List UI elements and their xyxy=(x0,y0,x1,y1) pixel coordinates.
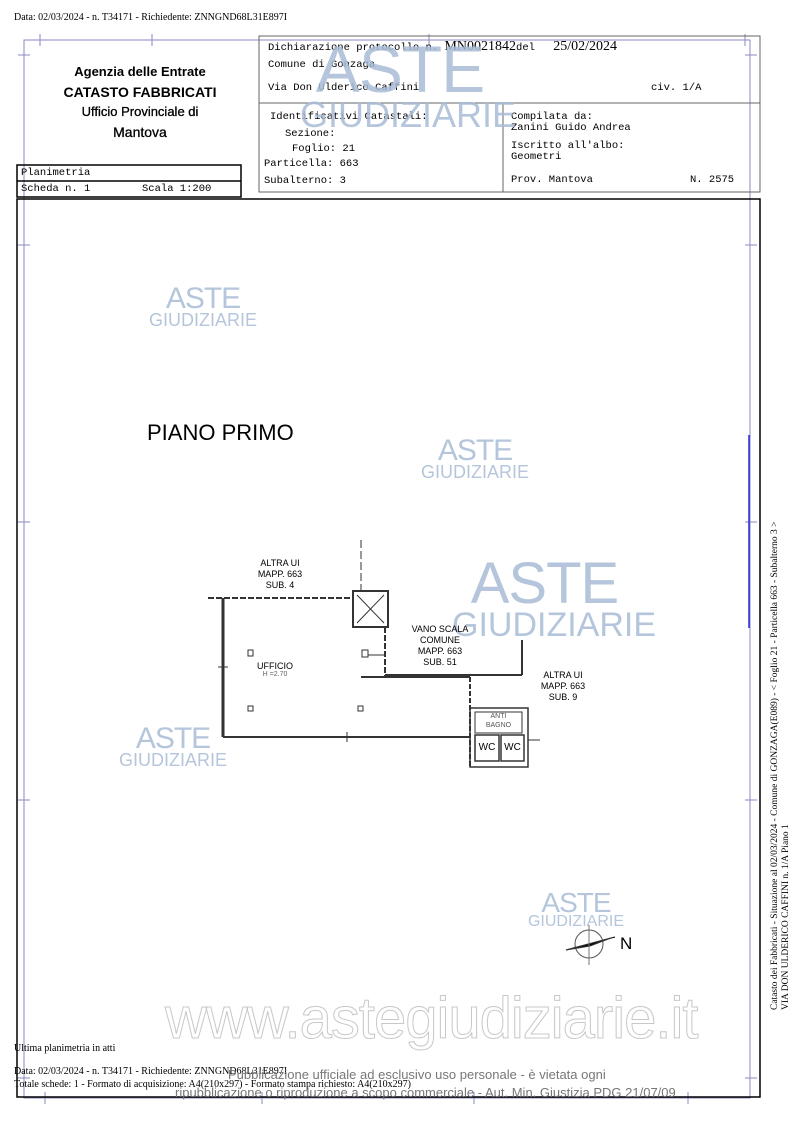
watermark-text: GIUDIZIARIE xyxy=(118,750,227,770)
sheet-scheda: Scheda n. 1 xyxy=(21,183,91,195)
watermark-text: GIUDIZIARIE xyxy=(527,913,624,931)
label-wc-1: WC xyxy=(478,742,496,753)
side-caption: Catasto dei Fabbricati - Situazione al 0… xyxy=(770,521,792,1010)
notice-line2: ripubblicazione o riproduzione a scopo c… xyxy=(175,1085,676,1100)
plan-label-line: MAPP. 663 xyxy=(257,569,303,579)
watermark-text: ASTE xyxy=(437,434,513,467)
office-ufficio: Ufficio Provinciale di xyxy=(81,104,199,119)
plan-label-line: SUB. 9 xyxy=(548,692,578,702)
site-watermark: www.astegiudiziarie.it xyxy=(164,986,698,1052)
office-agency: Agenzia delle Entrate xyxy=(74,64,206,79)
watermark-text: GIUDIZIARIE xyxy=(420,462,529,482)
address: Via Don Ulderico Caffini xyxy=(268,82,420,94)
elevator-shaft xyxy=(352,590,389,628)
office-block: Agenzia delle Entrate CATASTO FABBRICATI… xyxy=(40,62,240,142)
province: Prov. Mantova xyxy=(511,174,593,186)
plan-label-line: SUB. 4 xyxy=(265,580,295,590)
office-catasto: CATASTO FABBRICATI xyxy=(63,84,217,100)
footer-ultima: Ultima planimetria in atti xyxy=(14,1043,116,1054)
sheet-type: Planimetria xyxy=(21,167,91,179)
declaration-prefix: Dichiarazione protocollo n. xyxy=(268,42,439,54)
albo-label: Iscritto all'albo: xyxy=(511,140,625,152)
office-provincia: Mantova xyxy=(113,124,167,140)
declaration-line: Dichiarazione protocollo n. MN0021842del… xyxy=(268,39,617,55)
notice-line1: Pubblicazione ufficiale ad esclusivo uso… xyxy=(228,1067,606,1082)
protocol-number: MN0021842 xyxy=(444,39,517,54)
declaration-del: del xyxy=(516,42,535,54)
plan-label-line: H =2.70 xyxy=(262,671,288,678)
compiler-name: Zanini Guido Andrea xyxy=(511,122,631,134)
footer-data: Data: 02/03/2024 - n. T34171 - Richieden… xyxy=(14,1066,288,1077)
plan-label-line: COMUNE xyxy=(420,635,460,645)
plan-label-line: UFFICIO xyxy=(257,661,293,671)
plan-label-line: SUB. 51 xyxy=(423,657,457,667)
plan-label-line: MAPP. 663 xyxy=(417,646,463,656)
watermark-text: ASTE xyxy=(135,722,211,755)
bathroom-block xyxy=(469,707,529,768)
plan-label-line: VANO SCALA xyxy=(411,624,469,634)
albo: Geometri xyxy=(511,151,562,163)
watermark-text: ASTE xyxy=(470,551,620,616)
plan-label-line: BAGNO xyxy=(485,722,512,729)
compiler-label: Compilata da: xyxy=(511,111,593,123)
watermark-text: ASTE xyxy=(541,887,611,918)
registration-number: N. 2575 xyxy=(690,174,735,186)
north-label: N xyxy=(620,934,633,953)
sheet-scale: Scala 1:200 xyxy=(142,183,212,195)
floor-title: PIANO PRIMO xyxy=(147,420,294,445)
civic-number: civ. 1/A xyxy=(651,82,702,94)
watermark-text: GIUDIZIARIE xyxy=(452,606,657,645)
footer-totale: Totale schede: 1 - Formato di acquisizio… xyxy=(14,1079,411,1090)
plan-label-line: ALTRA UI xyxy=(543,670,583,680)
identifiers-title: Identificativi Catastali: xyxy=(270,111,428,123)
watermark-text: GIUDIZIARIE xyxy=(148,310,257,330)
plan-label-line: ALTRA UI xyxy=(260,558,300,568)
label-wc-2: WC xyxy=(504,742,521,753)
side-caption-line2: VIA DON ULDERICO CAFFINI n. 1/A Piano 1 xyxy=(781,824,791,1010)
subalterno: Subalterno: 3 xyxy=(264,175,346,187)
plan-label-line: ANTI xyxy=(490,713,507,720)
sezione: Sezione: xyxy=(285,128,336,140)
top-header: Data: 02/03/2024 - n. T34171 - Richieden… xyxy=(14,12,288,23)
side-caption-line1: Catasto dei Fabbricati - Situazione al 0… xyxy=(770,521,780,1010)
label-antibagno: ANTI BAGNO xyxy=(475,712,522,730)
plan-label-line: MAPP. 663 xyxy=(540,681,586,691)
watermark-text: ASTE xyxy=(315,32,485,106)
particella: Particella: 663 xyxy=(264,158,359,170)
comune: Comune di Gonzaga xyxy=(268,59,376,71)
foglio: Foglio: 21 xyxy=(292,143,356,155)
declaration-date: 25/02/2024 xyxy=(553,39,618,54)
watermark-text: ASTE xyxy=(165,282,241,315)
watermark-text: GIUDIZIARIE xyxy=(300,94,517,136)
